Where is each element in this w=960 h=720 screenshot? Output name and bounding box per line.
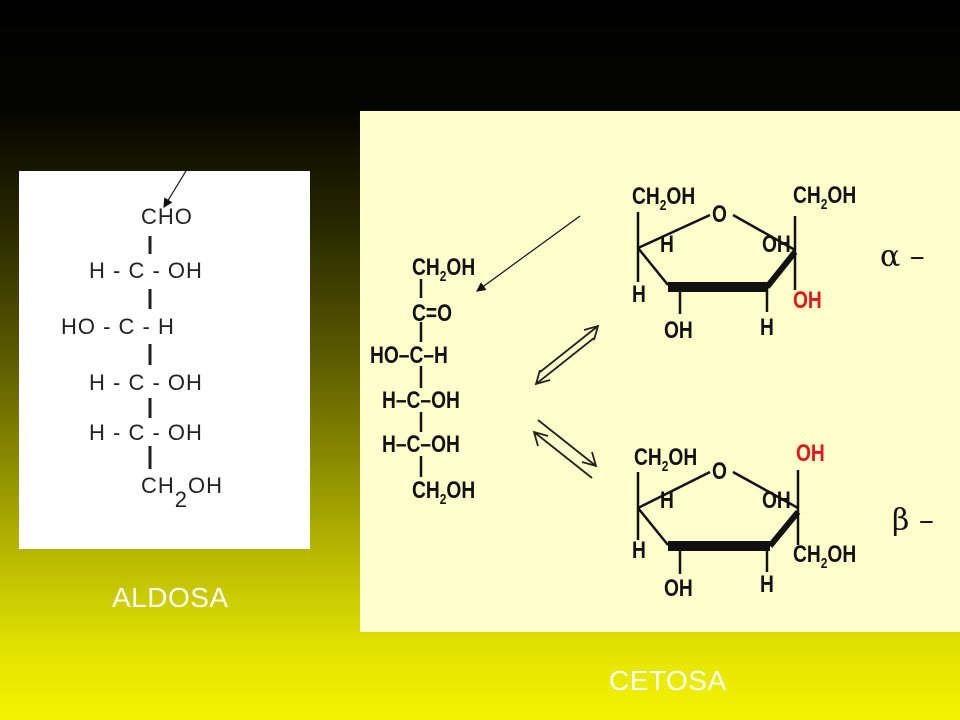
aldose-row-ch2oh: CH2OH: [141, 473, 224, 512]
alpha-ring-bold-edge: [668, 282, 767, 292]
beta-right-ch2oh: CH2OH: [793, 541, 857, 572]
ketose-open-c3: HO–C–H: [370, 342, 448, 369]
alpha-h-bottom: H: [760, 314, 774, 341]
aldose-row-c4: H - C - OH: [89, 370, 203, 395]
alpha-anomer-symbol: α –: [880, 239, 925, 274]
ketose-pointer-arrow: [476, 215, 581, 292]
ketose-open-c2: C=O: [412, 300, 453, 327]
ketose-structure-panel: CH2OH C=O HO–C–H H–C–OH H–C–OH CH2OH CH2…: [360, 111, 960, 632]
aldose-row-c2: H - C - OH: [89, 258, 203, 283]
alpha-h-upper-left: H: [660, 231, 674, 258]
beta-ring-bold-edge: [668, 541, 770, 551]
ketose-open-c1: CH2OH: [412, 254, 476, 285]
beta-anomer-symbol: β –: [892, 503, 934, 538]
aldose-row-c5: H - C - OH: [89, 420, 203, 445]
alpha-ring-bold-right: [764, 250, 798, 289]
alpha-oh-bottom: OH: [664, 317, 693, 344]
beta-furanose-ring: [636, 470, 800, 574]
aldose-pointer-arrow: [163, 165, 190, 209]
aldose-row-cho: CHO: [141, 204, 193, 229]
ketose-open-c6: CH2OH: [412, 477, 476, 508]
aldose-row-c3: HO - C - H: [61, 314, 175, 339]
beta-left-ch2oh: CH2OH: [634, 444, 698, 475]
ketose-caption: CETOSA: [609, 665, 727, 696]
ketose-open-c4: H–C–OH: [382, 387, 460, 414]
beta-h-left: H: [632, 537, 646, 564]
alpha-anomeric-oh: OH: [793, 287, 822, 314]
ketose-open-c5: H–C–OH: [382, 431, 460, 458]
beta-anomeric-oh: OH: [796, 440, 825, 467]
beta-h-bottom: H: [760, 571, 774, 598]
beta-oh-bottom: OH: [664, 575, 693, 602]
alpha-furanose-ring: [636, 212, 797, 314]
alpha-ring-oxygen: O: [712, 201, 727, 228]
beta-ring-bold-right: [767, 510, 801, 548]
alpha-right-ch2oh: CH2OH: [793, 182, 857, 213]
alpha-left-ch2oh: CH2OH: [632, 183, 696, 214]
beta-ring-oxygen: O: [712, 458, 727, 485]
equilibrium-arrow-beta: [532, 419, 598, 479]
aldose-caption: ALDOSA: [112, 582, 229, 613]
alpha-h-left: H: [632, 281, 646, 308]
aldose-structure-panel: CHO H - C - OH HO - C - H H - C - OH H -…: [19, 171, 310, 549]
equilibrium-arrow-alpha: [534, 324, 600, 386]
